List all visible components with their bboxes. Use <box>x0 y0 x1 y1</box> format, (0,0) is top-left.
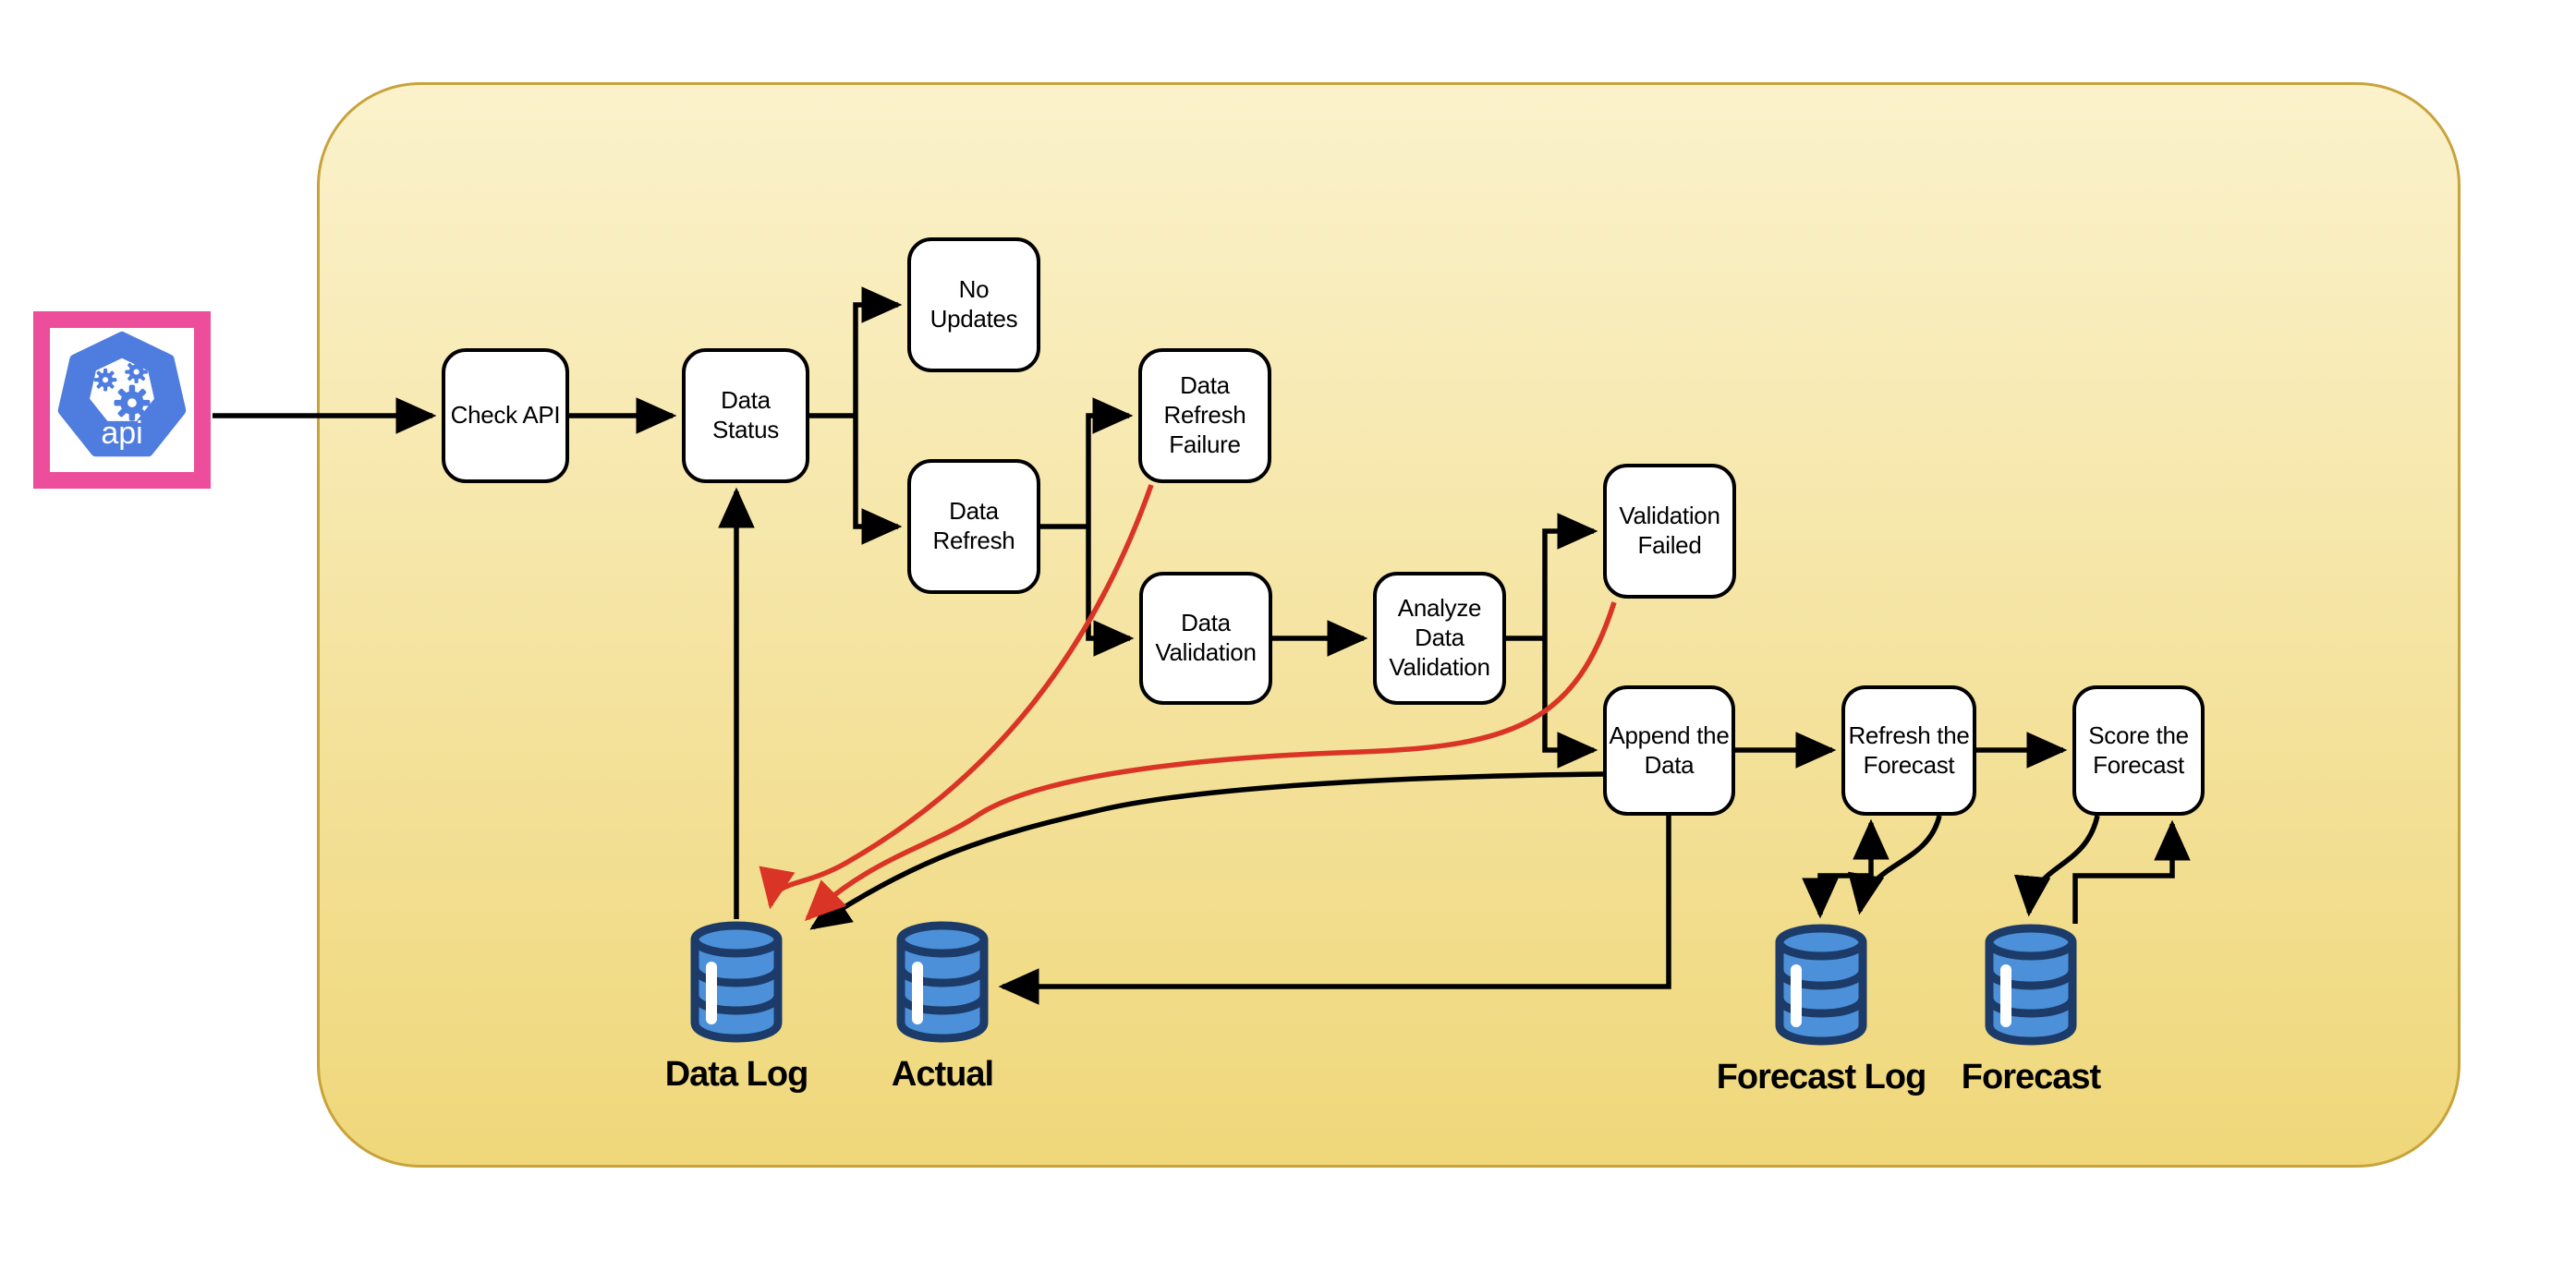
database-icon-data-log <box>690 921 783 1043</box>
node-analyze-data-validation: Analyze Data Validation <box>1373 572 1506 705</box>
api-label: api <box>101 416 143 451</box>
store-label-forecast: Forecast <box>1961 1058 2101 1096</box>
node-append-the-data: Append the Data <box>1603 685 1735 816</box>
api-source: api <box>33 311 211 489</box>
database-icon-forecast <box>1985 924 2077 1046</box>
node-data-validation: Data Validation <box>1139 572 1272 705</box>
node-no-updates: No Updates <box>907 237 1040 372</box>
database-icon-forecast-log <box>1775 924 1867 1046</box>
kubernetes-api-icon <box>57 331 187 457</box>
node-score-the-forecast: Score the Forecast <box>2072 685 2205 816</box>
node-data-refresh-failure: Data Refresh Failure <box>1138 348 1271 483</box>
database-icon-actual <box>896 921 989 1043</box>
node-validation-failed: Validation Failed <box>1603 464 1736 599</box>
store-label-actual: Actual <box>891 1055 994 1094</box>
node-data-status: Data Status <box>682 348 809 483</box>
node-check-api: Check API <box>442 348 569 483</box>
node-refresh-the-forecast: Refresh the Forecast <box>1841 685 1976 816</box>
store-label-data-log: Data Log <box>664 1055 809 1094</box>
store-label-forecast-log: Forecast Log <box>1716 1058 1927 1096</box>
node-data-refresh: Data Refresh <box>907 459 1040 594</box>
